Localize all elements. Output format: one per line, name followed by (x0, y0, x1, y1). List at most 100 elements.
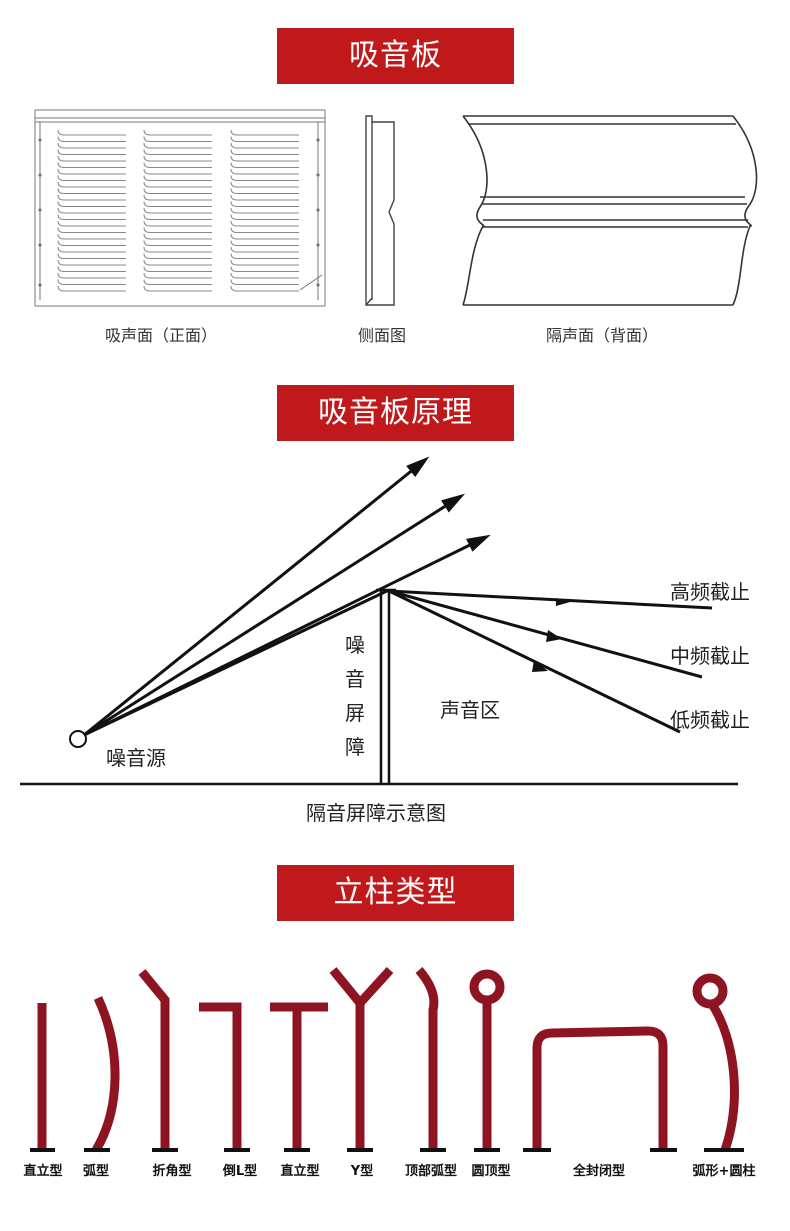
post-label-1: 直立型 (23, 1164, 63, 1179)
louver-slat (57, 155, 126, 162)
louver-slat (143, 168, 212, 175)
label-high-freq: 高频截止 (670, 580, 750, 604)
louver-slat (143, 175, 212, 181)
louver-slat (143, 227, 212, 233)
louver-slat (230, 149, 299, 155)
section-banner-absorb-panel: 吸音板 (277, 28, 514, 84)
louver-slat (57, 214, 126, 220)
louver-slat (57, 207, 126, 214)
caption-side: 侧面图 (358, 326, 407, 345)
barrier-char-4: 障 (345, 735, 365, 759)
post-y (329, 966, 394, 1150)
ray-high (388, 589, 713, 610)
post-top-arc (415, 967, 439, 1150)
louver-slat (230, 188, 299, 194)
louver-slat (230, 194, 299, 201)
noise-source-marker (69, 730, 87, 748)
louver-slat (230, 129, 299, 136)
caption-back: 隔声面（背面） (546, 326, 659, 345)
louver-slat (57, 142, 126, 149)
louver-slat (57, 285, 126, 292)
louver-slat (57, 233, 126, 240)
louver-slat (143, 259, 212, 266)
post-arc-round-circle (692, 973, 728, 1009)
louver-slat (230, 266, 299, 272)
barrier-char-2: 音 (345, 667, 365, 691)
louver-slat (230, 214, 299, 220)
post-straight-t (270, 1002, 328, 1150)
louver-slat (57, 162, 126, 168)
post-label-6: Y型 (350, 1164, 374, 1179)
louver-slat (57, 181, 126, 188)
label-sound-zone: 声音区 (440, 698, 500, 722)
louver-slat (57, 240, 126, 246)
louver-slat (57, 136, 126, 142)
louver-slat (230, 201, 299, 207)
label-barrier-vertical: 噪 音 屏 障 (344, 628, 366, 764)
louver-slat (57, 201, 126, 207)
post-arc (92, 996, 120, 1153)
louver-slat (143, 240, 212, 246)
louver-slat (57, 272, 126, 279)
ray-direct-1 (83, 456, 430, 737)
louver-slat (57, 175, 126, 181)
louver-slat (57, 129, 126, 136)
label-low-freq: 低频截止 (670, 708, 750, 732)
post-inverted-l (199, 1002, 242, 1150)
post-label-10: 弧形+圆柱 (692, 1164, 756, 1179)
louver-slat (143, 272, 212, 279)
post-folded (138, 969, 170, 1150)
louver-slat (230, 175, 299, 181)
louver-slat (143, 129, 212, 136)
louver-slat (57, 168, 126, 175)
louver-slat (143, 136, 212, 142)
louver-slat (230, 155, 299, 162)
louver-slat (230, 207, 299, 214)
louver-slat (230, 220, 299, 227)
louver-slat (230, 227, 299, 233)
louver-slat (230, 246, 299, 253)
louver-slat (57, 253, 126, 259)
louver-slat (230, 136, 299, 142)
louver-slat (230, 240, 299, 246)
post-label-2: 弧型 (82, 1164, 110, 1179)
caption-front: 吸声面（正面） (105, 326, 218, 345)
louver-slat (143, 207, 212, 214)
louver-slat (230, 233, 299, 240)
louver-slat (230, 285, 299, 292)
louver-slat (143, 214, 212, 220)
diagram-caption: 隔音屏障示意图 (306, 801, 446, 825)
post-label-9: 全封闭型 (572, 1164, 626, 1179)
section-banner-principle: 吸音板原理 (277, 385, 514, 441)
post-label-8: 圆顶型 (471, 1164, 511, 1179)
barrier-char-3: 屏 (345, 701, 365, 725)
louver-slat (143, 162, 212, 168)
post-arc-round (708, 1001, 739, 1152)
ray-direct-2 (83, 493, 466, 737)
louver-slat (143, 266, 212, 272)
barrier-char-1: 噪 (345, 633, 365, 657)
louver-slat (143, 279, 212, 285)
louver-slat (143, 233, 212, 240)
section-banner-post-types: 立柱类型 (277, 865, 514, 921)
louver-slat (230, 259, 299, 266)
louver-slat (143, 194, 212, 201)
louver-slat (57, 194, 126, 201)
louver-slat (230, 272, 299, 279)
louver-slat (230, 168, 299, 175)
post-label-5: 直立型 (280, 1164, 320, 1179)
louver-slat (57, 220, 126, 227)
louver-slat (230, 279, 299, 285)
louver-slat (57, 246, 126, 253)
louver-slat (143, 188, 212, 194)
louver-slat (143, 149, 212, 155)
louver-slat (143, 201, 212, 207)
label-mid-freq: 中频截止 (670, 644, 750, 668)
louver-slat (57, 188, 126, 194)
louver-slat (143, 155, 212, 162)
louver-slat (143, 142, 212, 149)
louver-slat (57, 266, 126, 272)
